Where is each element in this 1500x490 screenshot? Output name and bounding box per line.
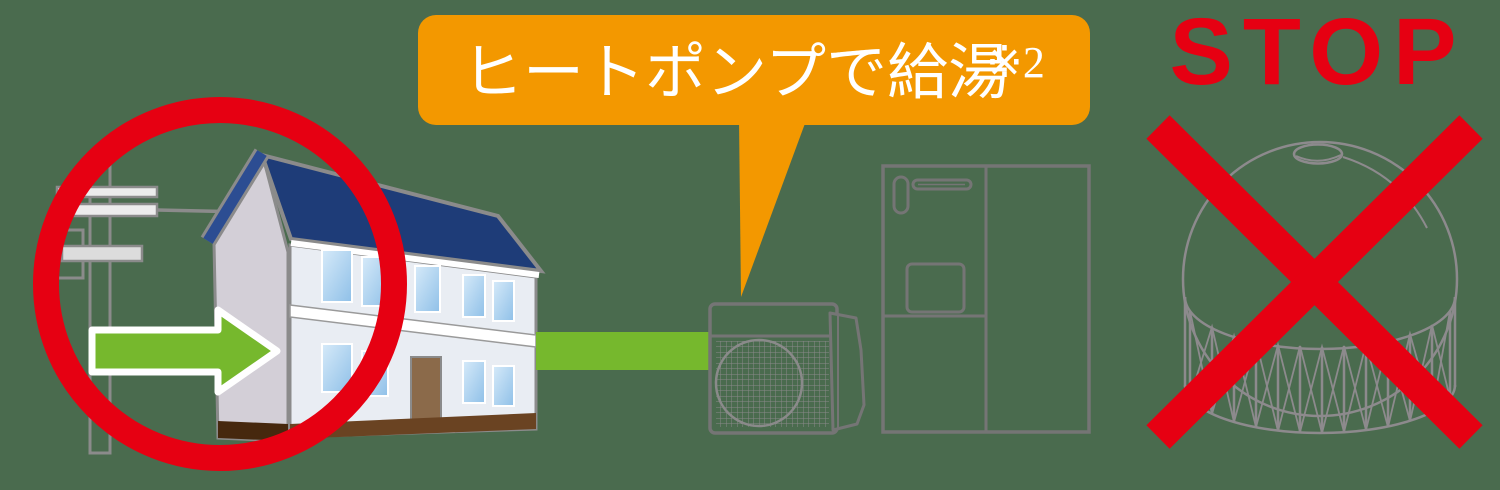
speech-bubble: ヒートポンプで給湯 ※2 [418, 15, 1090, 297]
gas-holder-illustration [1181, 140, 1459, 435]
eave-strip [290, 240, 540, 278]
lattice-brace [1189, 310, 1451, 433]
energy-pipe [536, 332, 710, 370]
cross-stroke [1146, 115, 1483, 449]
water-tank-unit-illustration [881, 164, 1091, 434]
heat-pump-unit-illustration [708, 302, 866, 435]
side-panel [828, 311, 866, 432]
bubble-footnote: ※2 [986, 38, 1045, 87]
gas-holder-cap-detail [1295, 154, 1342, 162]
skirt-top-rim [1183, 296, 1457, 351]
gas-holder-dome [1181, 140, 1459, 418]
tank-slot [892, 175, 910, 215]
prohibition-circle-icon [33, 97, 407, 471]
window [321, 249, 353, 303]
window [462, 360, 486, 404]
window [321, 343, 353, 393]
gas-holder-cap [1292, 143, 1344, 165]
window [462, 274, 486, 318]
tank-access-panel [905, 262, 966, 314]
window [414, 265, 441, 313]
cross-out-icon [1146, 115, 1483, 449]
speech-bubble-body [418, 15, 1090, 125]
flow-arrow-icon [88, 306, 281, 396]
house-foundation [218, 421, 288, 441]
door [410, 356, 442, 424]
window [492, 280, 515, 322]
bubble-label: ヒートポンプで給湯 [462, 40, 1009, 107]
pole-crossarm [55, 185, 159, 199]
fan-grille [716, 341, 829, 427]
lattice-brace [1189, 323, 1451, 434]
speech-bubble-tail [739, 118, 807, 297]
fan-circle [714, 338, 804, 428]
tank-vent [911, 178, 973, 191]
roof-edge [203, 150, 267, 244]
house-foundation [290, 413, 536, 439]
window [492, 365, 515, 407]
house-roof [258, 152, 546, 274]
pole-crossarm [60, 244, 144, 263]
stop-label: STOP [1170, 0, 1467, 105]
